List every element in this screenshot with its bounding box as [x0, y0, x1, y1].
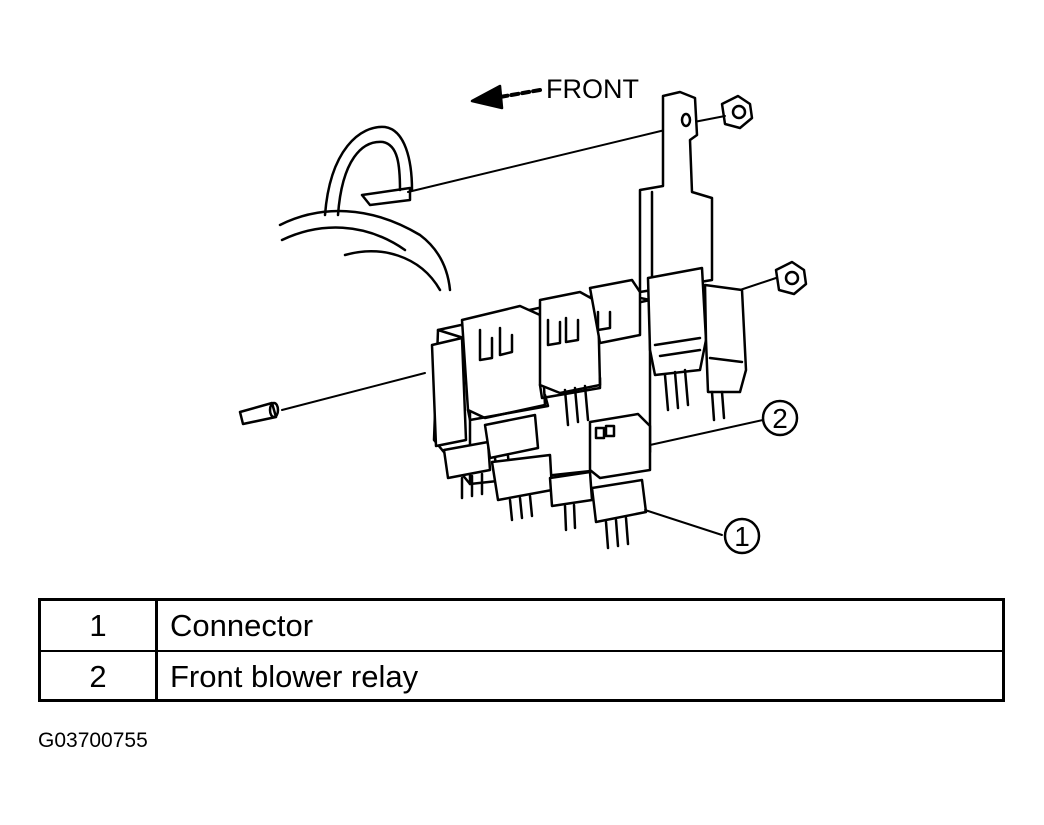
figure-id: G03700755: [38, 729, 148, 752]
legend-row: 2 Front blower relay: [41, 650, 1002, 701]
front-arrow-icon: [470, 84, 542, 110]
connector-plug: [548, 470, 594, 532]
callout-2: 2: [761, 399, 799, 437]
legend-row: 1 Connector: [41, 601, 1002, 650]
connector-plug: [490, 453, 554, 522]
front-blower-relay: [588, 412, 652, 480]
legend-number: 2: [41, 652, 158, 701]
front-direction-label: FRONT: [546, 74, 639, 104]
connector: [590, 478, 648, 550]
connector-plug: [442, 440, 492, 500]
legend-number: 1: [41, 601, 158, 650]
relay-module: [430, 336, 468, 448]
nut-icon: [720, 94, 754, 130]
nut-icon: [774, 260, 808, 296]
legend-description: Connector: [170, 607, 314, 643]
relay-module: [588, 278, 642, 345]
svg-text:2: 2: [772, 403, 788, 434]
relay-module: [703, 283, 748, 394]
relay-block-diagram: FRONT: [238, 74, 808, 555]
svg-text:1: 1: [734, 521, 750, 552]
body-panel-outline: [278, 125, 452, 292]
relay-module: [646, 266, 708, 377]
relay-module: [538, 290, 602, 400]
legend-description: Front blower relay: [170, 658, 419, 694]
mounting-pin: [238, 401, 280, 426]
legend-table: 1 Connector 2 Front blower relay: [38, 598, 1005, 702]
mounting-bracket: [638, 90, 714, 294]
relay-module: [460, 304, 550, 422]
callout-1: 1: [723, 517, 761, 555]
